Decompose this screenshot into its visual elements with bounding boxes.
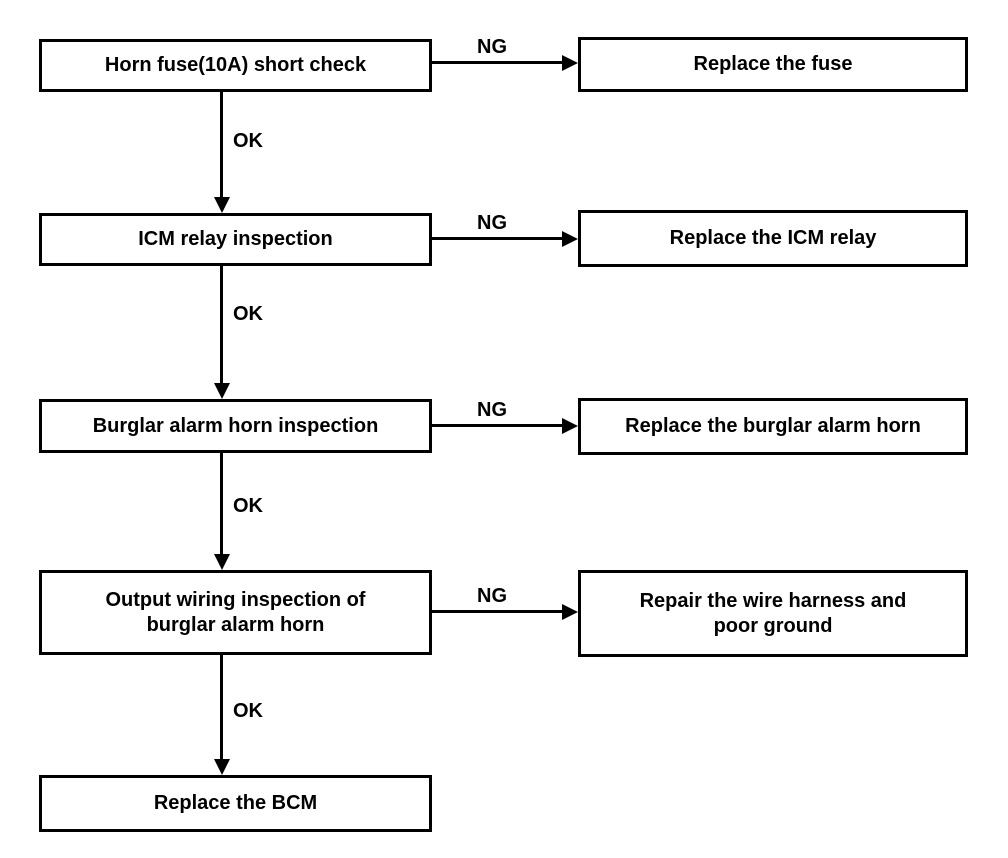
ng-arrowhead-right-icon-4: [562, 604, 578, 620]
ok-label-1: OK: [233, 130, 263, 152]
ng-arrowhead-right-icon-2: [562, 231, 578, 247]
action-box-replace-burglar-alarm-horn: Replace the burglar alarm horn: [578, 398, 968, 455]
ng-line-4: [432, 610, 563, 613]
ok-arrowhead-down-icon-1: [214, 197, 230, 213]
ng-arrowhead-right-icon-3: [562, 418, 578, 434]
ng-label-1: NG: [477, 36, 507, 58]
ok-label-2: OK: [233, 303, 263, 325]
ng-line-2: [432, 237, 563, 240]
ok-label-3: OK: [233, 495, 263, 517]
step-box-replace-bcm: Replace the BCM: [39, 775, 432, 832]
ok-line-1: [220, 92, 223, 198]
ok-label-4: OK: [233, 700, 263, 722]
step-box-output-wiring-inspection: Output wiring inspection of burglar alar…: [39, 570, 432, 655]
action-box-repair-wire-harness: Repair the wire harness and poor ground: [578, 570, 968, 657]
ok-arrowhead-down-icon-2: [214, 383, 230, 399]
ng-line-3: [432, 424, 563, 427]
action-box-replace-icm-relay: Replace the ICM relay: [578, 210, 968, 267]
ok-line-3: [220, 453, 223, 555]
ng-label-4: NG: [477, 585, 507, 607]
ok-arrowhead-down-icon-3: [214, 554, 230, 570]
ok-arrowhead-down-icon-4: [214, 759, 230, 775]
step-box-burglar-alarm-horn-inspection: Burglar alarm horn inspection: [39, 399, 432, 453]
ng-line-1: [432, 61, 563, 64]
ok-line-2: [220, 266, 223, 384]
ng-arrowhead-right-icon-1: [562, 55, 578, 71]
ok-line-4: [220, 655, 223, 760]
step-box-icm-relay-inspection: ICM relay inspection: [39, 213, 432, 266]
ng-label-2: NG: [477, 212, 507, 234]
action-box-replace-fuse: Replace the fuse: [578, 37, 968, 92]
step-box-horn-fuse-check: Horn fuse(10A) short check: [39, 39, 432, 92]
ng-label-3: NG: [477, 399, 507, 421]
